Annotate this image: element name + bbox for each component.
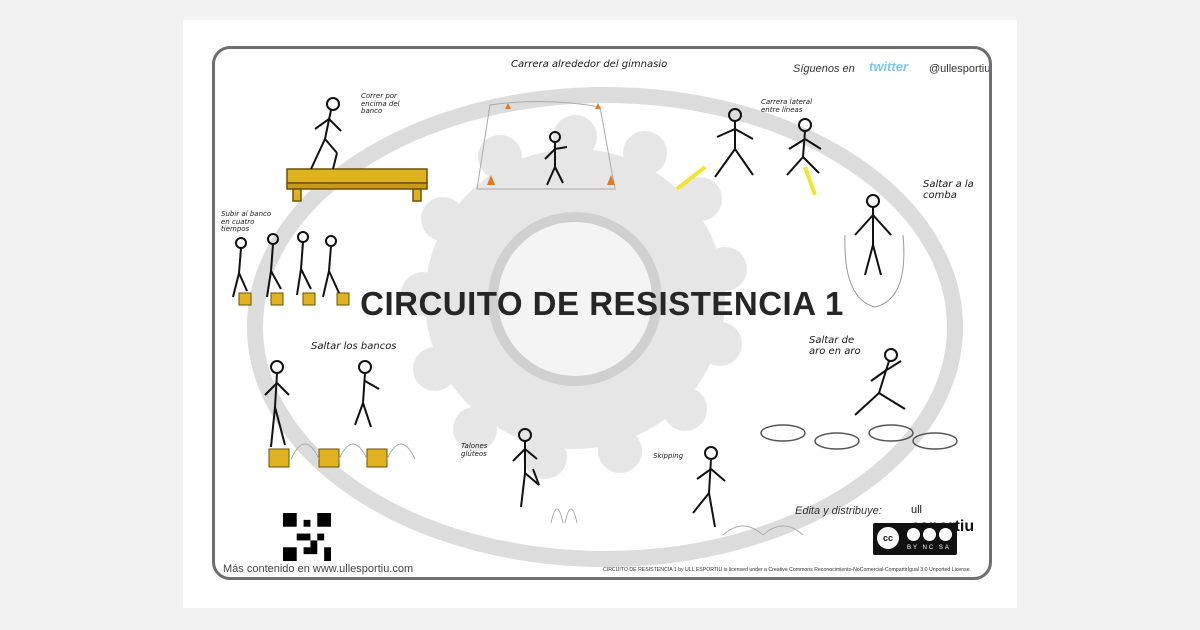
jump-figures — [264, 360, 380, 448]
exercise-label-jump-rope: Saltar a la comba — [923, 179, 974, 201]
sa-icon — [939, 528, 952, 541]
nc-icon — [923, 528, 936, 541]
poster: Correr por encima del banco Carrera alre… — [212, 46, 992, 580]
jump-rope-figure — [844, 194, 905, 308]
follow-text: Síguenos en — [793, 63, 855, 75]
runner-figure — [310, 97, 342, 170]
poster-title: CIRCUITO DE RESISTENCIA 1 — [360, 285, 844, 322]
exercise-label-skipping: Skipping — [653, 452, 684, 460]
cc-terms: BY NC SA — [907, 545, 951, 551]
edita-text: Edita y distribuye: — [795, 505, 882, 517]
watermark-logo — [247, 87, 963, 567]
hoops — [760, 424, 958, 450]
butt-kick-figure — [512, 428, 540, 508]
lateral-lines — [675, 165, 817, 196]
brand-prefix: ull — [911, 504, 923, 516]
exercise-label-bench-jump: Saltar los bancos — [311, 341, 397, 352]
exercise-label-bench-run: Correr por encima del banco — [361, 92, 400, 116]
exercise-label-hoop-jump: Saltar de aro en aro — [809, 335, 861, 357]
butt-kick-arcs — [550, 508, 578, 524]
step-up-boxes — [238, 292, 350, 306]
skipping-figure — [692, 446, 726, 528]
twitter-handle[interactable]: @ullesportiu — [929, 63, 991, 75]
track-drawing — [476, 100, 616, 190]
exercise-label-step-up: Subir al banco en cuatro tiempos — [221, 210, 272, 234]
creative-commons-badge[interactable]: cc BY NC SA — [873, 523, 957, 555]
cc-icon: cc — [877, 527, 899, 549]
step-up-figures — [232, 231, 340, 298]
watermark-bumps — [401, 115, 747, 479]
track-runner — [544, 131, 568, 186]
jump-boxes — [268, 448, 388, 468]
more-content-link[interactable]: Más contenido en www.ullesportiu.com — [223, 563, 414, 575]
twitter-logo[interactable]: twitter — [869, 59, 908, 74]
exercise-label-butt-kicks: Talones glúteos — [461, 442, 488, 458]
exercise-label-lateral-run: Carrera lateral entre líneas — [761, 98, 813, 114]
qr-code — [283, 513, 331, 561]
cones — [487, 103, 615, 185]
illustration — [232, 87, 963, 567]
by-icon — [907, 528, 920, 541]
skipping-arcs — [722, 525, 804, 536]
bench-drawing — [286, 168, 428, 202]
license-text: CIRCUITO DE RESISTENCIA 1 by ULL ESPORTI… — [603, 567, 972, 573]
exercise-label-gym-run: Carrera alrededor del gimnasio — [511, 59, 668, 70]
jump-arcs — [290, 443, 416, 460]
lateral-runners — [714, 108, 822, 178]
hoop-jumper — [854, 348, 906, 416]
